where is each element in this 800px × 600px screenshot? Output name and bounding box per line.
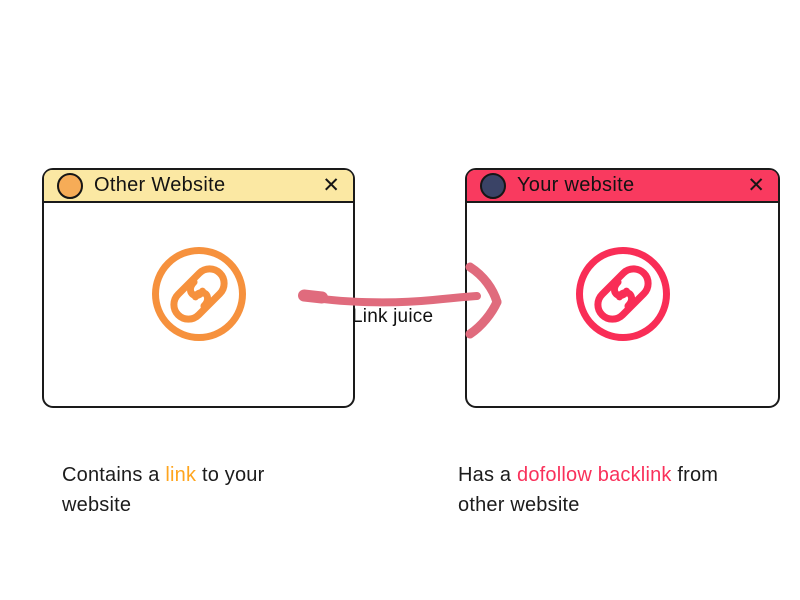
close-icon[interactable]: ✕ <box>747 174 765 197</box>
close-icon[interactable]: ✕ <box>322 174 340 197</box>
arrow-label: Link juice <box>352 306 434 327</box>
caption-highlight-link: link <box>165 464 197 486</box>
caption-suffix: from other website <box>458 464 719 516</box>
chain-pill-group <box>169 265 228 323</box>
window-other-website: Other Website ✕ <box>42 168 355 408</box>
right-caption: Has a dofollow backlink from other websi… <box>458 460 724 520</box>
other-website-titlebar: Other Website ✕ <box>44 170 353 203</box>
caption-prefix: Contains a <box>62 464 166 486</box>
window-title: Your website <box>517 174 635 196</box>
your-website-titlebar: Your website ✕ <box>467 170 778 203</box>
window-dot-icon <box>57 172 83 199</box>
chain-hook-bottom <box>615 289 635 310</box>
window-dot-icon <box>480 172 506 199</box>
window-title: Other Website <box>94 174 226 196</box>
left-caption: Contains a link to your website <box>62 460 314 520</box>
chain-pill-group <box>593 265 652 323</box>
window-your-website: Your website ✕ <box>465 168 780 408</box>
chain-link-icon <box>575 247 670 341</box>
caption-highlight-dofollow-backlink: dofollow backlink <box>517 464 672 486</box>
caption-prefix: Has a <box>458 464 518 486</box>
window-content <box>44 203 353 406</box>
chain-hook-bottom <box>191 289 211 310</box>
icon-circle <box>151 247 246 341</box>
icon-circle <box>575 247 670 341</box>
caption-suffix: to your website <box>62 464 265 516</box>
window-content <box>467 203 778 406</box>
chain-link-icon <box>151 247 246 341</box>
